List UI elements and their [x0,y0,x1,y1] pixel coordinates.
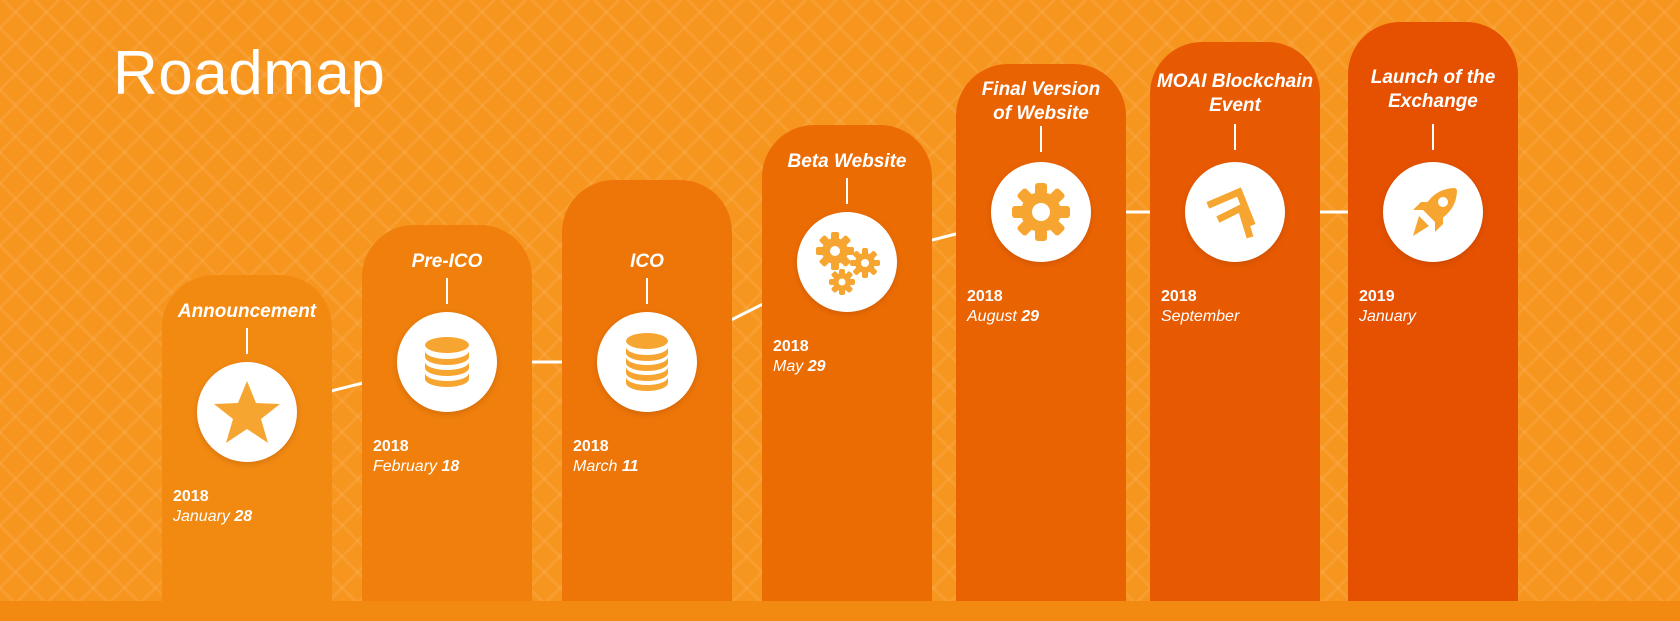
milestone-node[interactable] [797,212,897,312]
milestone-tick [446,278,448,304]
milestone-node[interactable] [197,362,297,462]
coin-stack-icon [626,333,668,391]
gears-icon [816,232,880,295]
milestone-date: 2018 March 11 [573,438,639,475]
gear-icon [1012,183,1070,241]
milestone-label: Announcement [177,301,317,322]
milestone-tick [646,278,648,304]
milestone-final-version-of-website: Final Version of Website 2018 August 29 [956,64,1126,601]
milestone-label: Final Version of Website [981,79,1101,124]
milestone-label: MOAI Blockchain Event [1156,71,1314,116]
milestone-tick [846,178,848,204]
milestone-beta-website: Beta Website [762,125,932,601]
coin-stack-icon [425,337,469,387]
rocket-icon [1413,188,1457,236]
milestone-node[interactable] [991,162,1091,262]
milestone-date: 2018 September [1161,288,1240,325]
milestone-label: Launch of the Exchange [1370,67,1496,112]
milestone-node[interactable] [1185,162,1285,262]
double-chevron-icon [1206,187,1256,239]
page-title: Roadmap [113,39,386,108]
milestone-label: ICO [630,251,664,272]
milestone-tick [1234,124,1236,150]
milestone-tick [246,328,248,354]
milestone-tick [1040,126,1042,152]
milestone-date: 2018 January 28 [173,488,253,525]
milestone-date: 2019 January [1359,288,1416,325]
star-icon [214,381,280,443]
milestone-date: 2018 August 29 [967,288,1040,325]
milestone-tick [1432,124,1434,150]
milestone-ico: ICO 2018 March 11 [562,180,732,601]
milestone-node[interactable] [597,312,697,412]
bottom-bar [0,601,1680,621]
milestone-node[interactable] [397,312,497,412]
milestone-label: Beta Website [787,151,907,172]
milestone-pre-ico: Pre-ICO 2018 February 18 [362,225,532,601]
milestone-announcement: Announcement 2018 January 28 [162,275,332,601]
milestone-launch-of-the-exchange: Launch of the Exchange 2019 January [1348,22,1518,601]
milestone-date: 2018 February 18 [373,438,460,475]
milestone-date: 2018 May 29 [773,338,826,375]
milestone-label: Pre-ICO [411,251,483,272]
milestone-node[interactable] [1383,162,1483,262]
milestone-moai-blockchain-event: MOAI Blockchain Event 2018 September [1150,42,1320,601]
